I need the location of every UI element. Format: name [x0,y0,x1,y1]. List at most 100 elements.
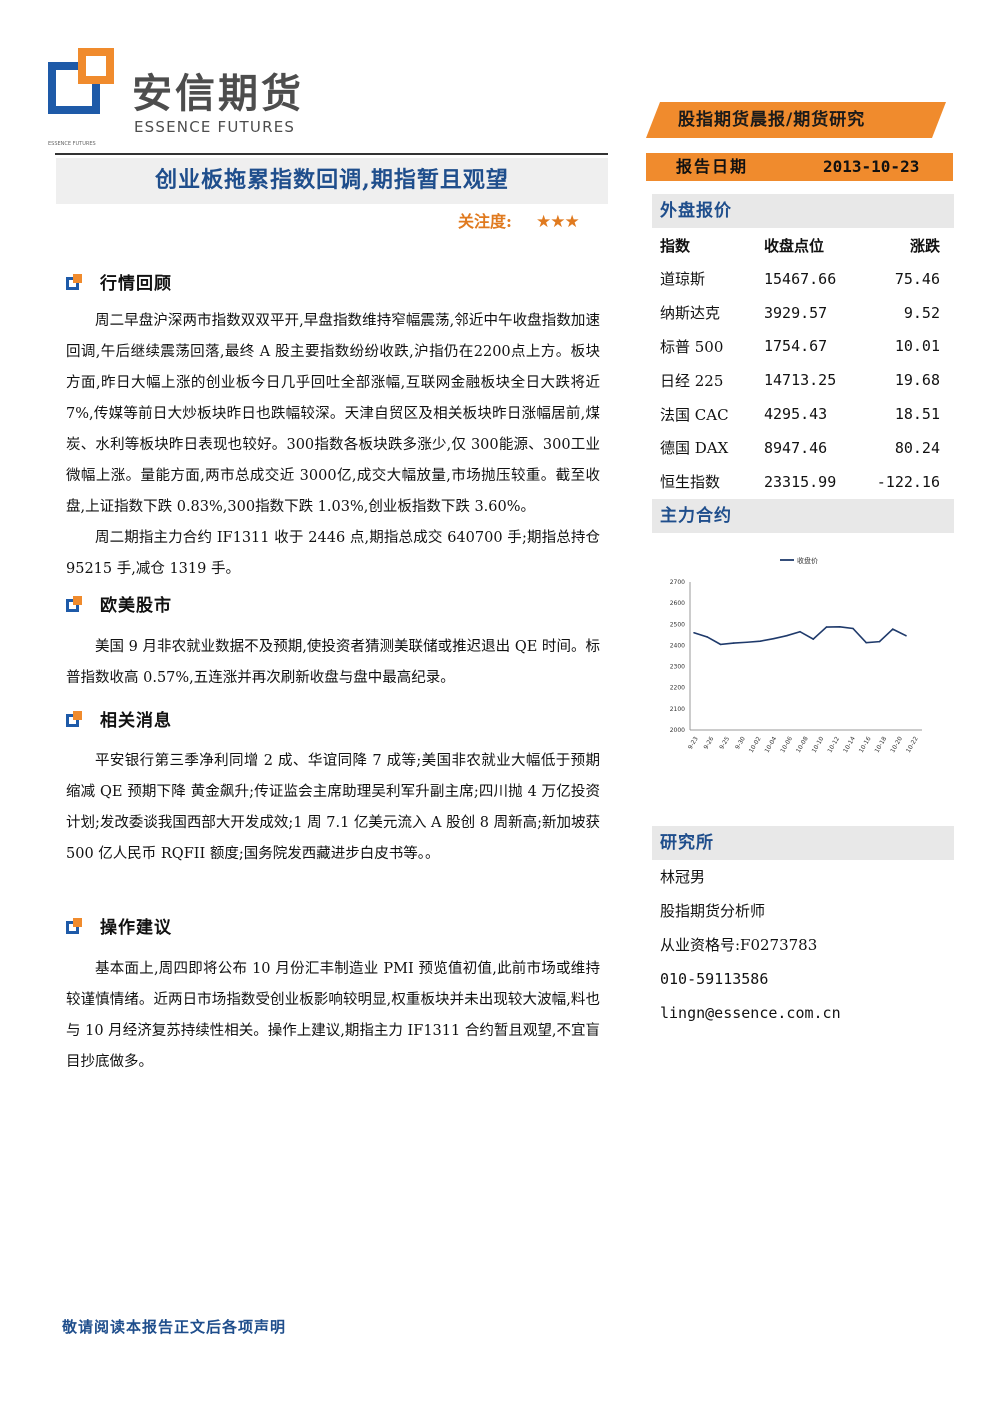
change-value: 80.24 [894,438,940,457]
date-bar [646,153,953,181]
analyst-phone: 010-59113586 [660,970,769,988]
table-row: 纳斯达克 3929.57 9.52 [652,296,954,330]
paragraph: 美国 9 月非农就业数据不及预期,使投资者猜测美联储或推迟退出 QE 时间。标普… [66,639,600,686]
chart-data-point [852,627,854,630]
logo-icon [48,48,114,114]
contract-header [652,499,954,533]
chart-y-tick-label: 2200 [670,685,685,692]
research-header [652,826,954,860]
report-title: 创业板拖累指数回调,期指暂且观望 [155,167,509,193]
report-date-value: 2013-10-23 [823,157,920,176]
chart-x-tick-label: 10-16 [858,735,873,754]
close-value: 3929.57 [764,303,828,322]
chart-data-point [891,628,894,630]
brand-small-text: ESSENCE FUTURES [48,141,96,147]
market-title: 外盘报价 [660,201,732,221]
chart-y-tick-label: 2300 [670,664,685,671]
chart-y-tick-label: 2600 [670,600,685,607]
table-row: 道琼斯 15467.66 75.46 [652,262,954,296]
chart-data-point [732,642,735,644]
chart-x-tick-label: 9-25 [718,735,731,750]
chart-x-tick-label: 10-06 [779,735,794,754]
market-header [652,194,954,228]
close-value: 4295.43 [764,405,828,424]
chart-data-point [799,630,801,633]
chart-x-tick-label: 10-02 [748,735,763,754]
chart-x-tick-label: 10-14 [842,735,857,754]
chart-y-tick-label: 2500 [670,621,685,628]
chart-x-tick-label: 10-08 [795,735,810,754]
index-name: 标普 500 [660,337,724,356]
section-body: 美国 9 月非农就业数据不及预期,使投资者猜测美联储或推迟退出 QE 时间。标普… [66,632,600,694]
table-row: 德国 DAX 8947.46 80.24 [652,431,954,465]
contract-title: 主力合约 [660,506,732,526]
chart-x-tick-label: 10-04 [764,735,779,754]
chart-x-tick-label: 10-12 [826,735,841,754]
chart-data-point [812,638,815,640]
attention-stars: ★★★ [536,212,580,232]
header-divider [55,153,608,155]
chart-series-line [693,626,907,646]
chart-x-tick-label: 10-22 [905,735,920,754]
table-row: 标普 500 1754.67 10.01 [652,330,954,364]
change-value: 18.51 [894,405,940,424]
section-bullet-icon [66,274,82,290]
close-value: 8947.46 [764,438,828,457]
section-body: 周二早盘沪深两市指数双双平开,早盘指数维持窄幅震荡,邻近中午收盘指数加速回调,午… [66,306,600,585]
section-title: 操作建议 [100,918,172,938]
chart-x-tick-label: 9-26 [703,735,716,750]
change-value: -122.16 [876,472,940,491]
analyst-role: 股指期货分析师 [660,902,766,920]
section-title: 欧美股市 [100,596,172,616]
brand-name-cn: 安信期货 [132,71,304,117]
chart-data-point [772,637,775,640]
chart-data-point [719,643,722,646]
analyst-license: 从业资格号:F0273783 [660,936,818,954]
section-body: 平安银行第三季净利同增 2 成、华谊同降 7 成等;美国非农就业大幅低于预期 缩… [66,746,600,870]
index-name: 德国 DAX [660,439,729,458]
chart-data-point [759,640,762,642]
change-value: 9.52 [903,303,940,322]
chart-data-point [706,636,709,638]
chart-x-tick-label: 9-30 [734,735,747,750]
market-table: 指数 收盘点位 涨跌 道琼斯 15467.66 75.46 纳斯达克 3929.57 9… [652,228,954,499]
brand-name-en: ESSENCE FUTURES [134,118,296,136]
section-body: 基本面上,周四即将公布 10 月份汇丰制造业 PMI 预览值初值,此前市场或维持… [66,954,600,1078]
close-value: 15467.66 [764,269,837,288]
chart-y-tick-label: 2000 [670,727,685,734]
research-title: 研究所 [660,833,714,853]
section-bullet-icon [66,918,82,934]
index-name: 法国 CAC [660,405,729,424]
column-header-index: 指数 [660,236,691,255]
chart-data-point [905,634,907,637]
chart-data-point [838,626,841,628]
chart-data-point [865,641,868,644]
analyst-email[interactable]: lingn@essence.com.cn [660,1004,841,1022]
change-value: 19.68 [894,371,940,390]
paragraph: 基本面上,周四即将公布 10 月份汇丰制造业 PMI 预览值初值,此前市场或维持… [66,961,600,1070]
index-name: 恒生指数 [660,473,721,492]
chart-x-tick-label: 9-23 [687,735,700,750]
index-name: 纳斯达克 [660,304,721,323]
paragraph: 平安银行第三季净利同增 2 成、华谊同降 7 成等;美国非农就业大幅低于预期 缩… [66,753,600,862]
close-value: 1754.67 [764,337,828,356]
attention-label: 关注度: [458,212,512,231]
category-banner [646,102,946,138]
chart-x-tick-label: 10-20 [889,735,904,754]
report-date-label: 报告日期 [676,157,749,176]
table-row: 法国 CAC 4295.43 18.51 [652,397,954,431]
change-value: 75.46 [894,269,940,288]
close-value: 14713.25 [764,371,837,390]
table-header-row: 指数 收盘点位 涨跌 [652,228,954,262]
footer-disclaimer: 敬请阅读本报告正文后各项声明 [62,1318,287,1336]
index-name: 日经 225 [660,371,724,390]
chart-y-tick-label: 2700 [670,579,685,586]
chart-x-tick-label: 10-10 [811,735,826,754]
index-name: 道琼斯 [660,270,706,289]
chart-data-point [785,634,788,637]
change-value: 10.01 [894,337,940,356]
chart-data-point [746,641,748,644]
column-header-change: 涨跌 [909,236,940,255]
paragraph: 周二期指主力合约 IF1311 收于 2446 点,期指总成交 640700 手… [66,530,600,577]
